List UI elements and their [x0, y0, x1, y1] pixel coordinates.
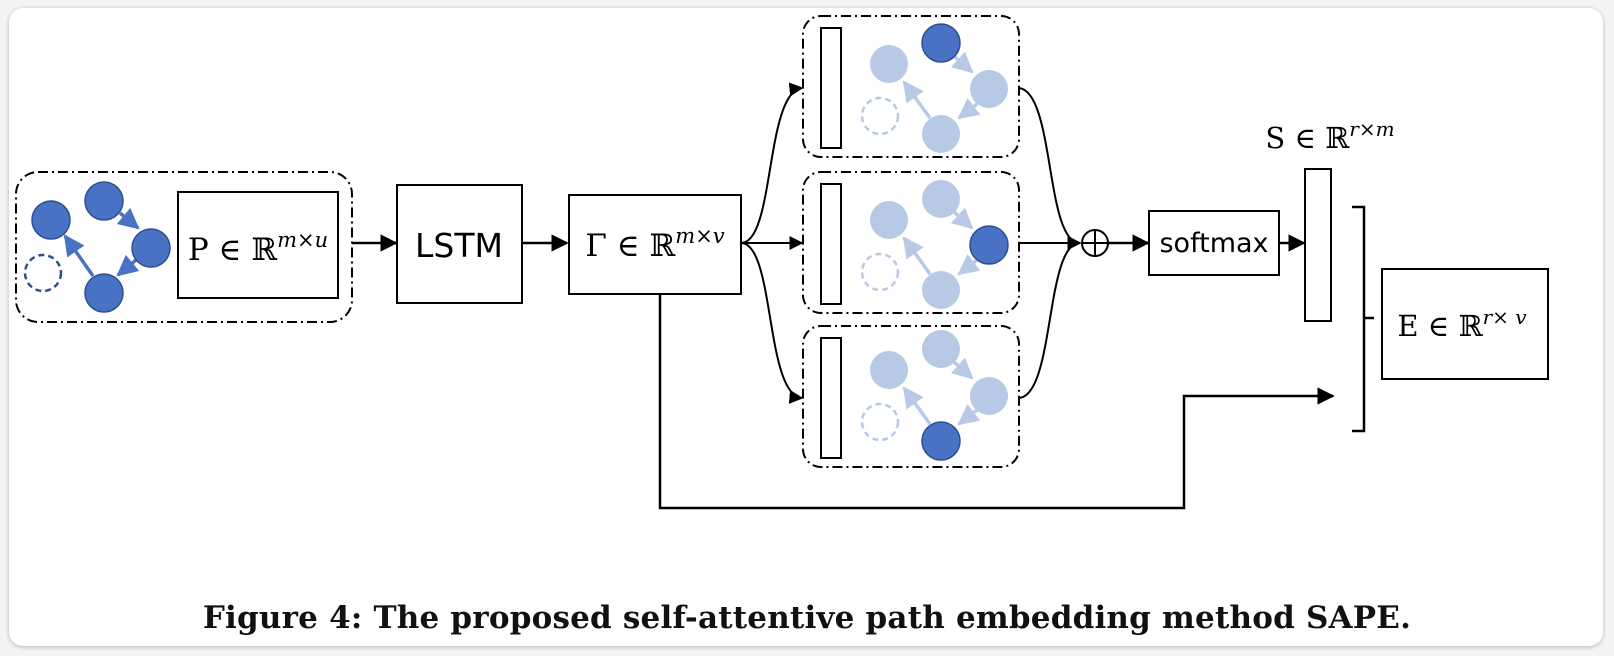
input-matrix-box — [177, 191, 339, 299]
graph-node-active — [84, 273, 124, 313]
branch-arrows — [740, 82, 804, 404]
attention-matrix-label: S ∈ ℝr×m — [1265, 117, 1394, 155]
graph-node-empty — [860, 96, 900, 136]
graph-node-active — [921, 23, 961, 63]
graph-edge — [957, 254, 981, 276]
graph-edge — [902, 236, 932, 276]
graph-node-faded — [922, 115, 960, 153]
graph-edge — [950, 207, 974, 230]
graph-edge — [957, 98, 981, 120]
lstm-box — [396, 184, 523, 304]
graph-edge — [116, 207, 140, 230]
input-group-border — [15, 171, 353, 323]
attention-vector — [820, 183, 842, 305]
skip-connection-arrow — [658, 294, 1335, 510]
graph-edge — [957, 404, 981, 426]
graph-edge — [902, 80, 932, 120]
graph-node-faded — [870, 201, 908, 239]
attention-vector — [820, 337, 842, 459]
attention-head-border — [802, 15, 1020, 158]
graph-edge — [950, 51, 974, 74]
attention-head-1 — [802, 15, 1020, 158]
graph-node-faded — [970, 377, 1008, 415]
merge-arrows — [1018, 87, 1082, 399]
graph-edge — [116, 254, 140, 277]
lstm-label: LSTM — [415, 226, 503, 265]
softmax-label: softmax — [1159, 228, 1268, 259]
sape-diagram: P ∈ ℝm×u LSTM Γ ∈ ℝm×v — [15, 15, 1549, 510]
combine-bracket — [1352, 205, 1374, 433]
figure-card — [9, 8, 1603, 646]
graph-edge — [63, 234, 95, 278]
input-matrix-label: P ∈ ℝm×u — [188, 228, 328, 268]
branch-arrow-bottom — [740, 242, 804, 404]
input-path-group: P ∈ ℝm×u — [15, 171, 353, 323]
merge-arrow-top — [1018, 87, 1082, 250]
graph-edge — [950, 357, 974, 380]
attention-matrix-vector — [1304, 168, 1332, 322]
graph-edge — [902, 386, 932, 426]
graph-node-empty — [860, 252, 900, 292]
graph-node-faded — [970, 70, 1008, 108]
graph-node-faded — [922, 271, 960, 309]
attention-vector — [820, 27, 842, 149]
graph-node-faded — [870, 45, 908, 83]
graph-node-active — [921, 421, 961, 461]
graph-node-active — [31, 200, 71, 240]
graph-node-faded — [922, 330, 960, 368]
sum-operator — [1081, 229, 1109, 257]
figure-caption: Figure 4: The proposed self-attentive pa… — [202, 600, 1412, 636]
graph-node-active — [969, 225, 1009, 265]
graph-node-active — [84, 181, 124, 221]
attention-head-border — [802, 325, 1020, 468]
merge-arrow-bottom — [1018, 236, 1082, 399]
input-path-graph — [23, 181, 171, 313]
attention-head-3 — [802, 325, 1020, 468]
hidden-matrix-box — [568, 194, 742, 295]
graph-node-active — [131, 228, 171, 268]
graph-node-faded — [922, 180, 960, 218]
branch-arrow-top — [740, 82, 804, 244]
graph-node-empty — [23, 253, 63, 293]
embedding-matrix-label: E ∈ ℝr× v — [1397, 305, 1527, 343]
embedding-matrix-box — [1381, 268, 1549, 380]
attention-head-2 — [802, 171, 1020, 314]
softmax-box — [1148, 210, 1280, 276]
graph-node-empty — [860, 402, 900, 442]
hidden-matrix-label: Γ ∈ ℝm×v — [585, 224, 724, 264]
graph-node-faded — [870, 351, 908, 389]
